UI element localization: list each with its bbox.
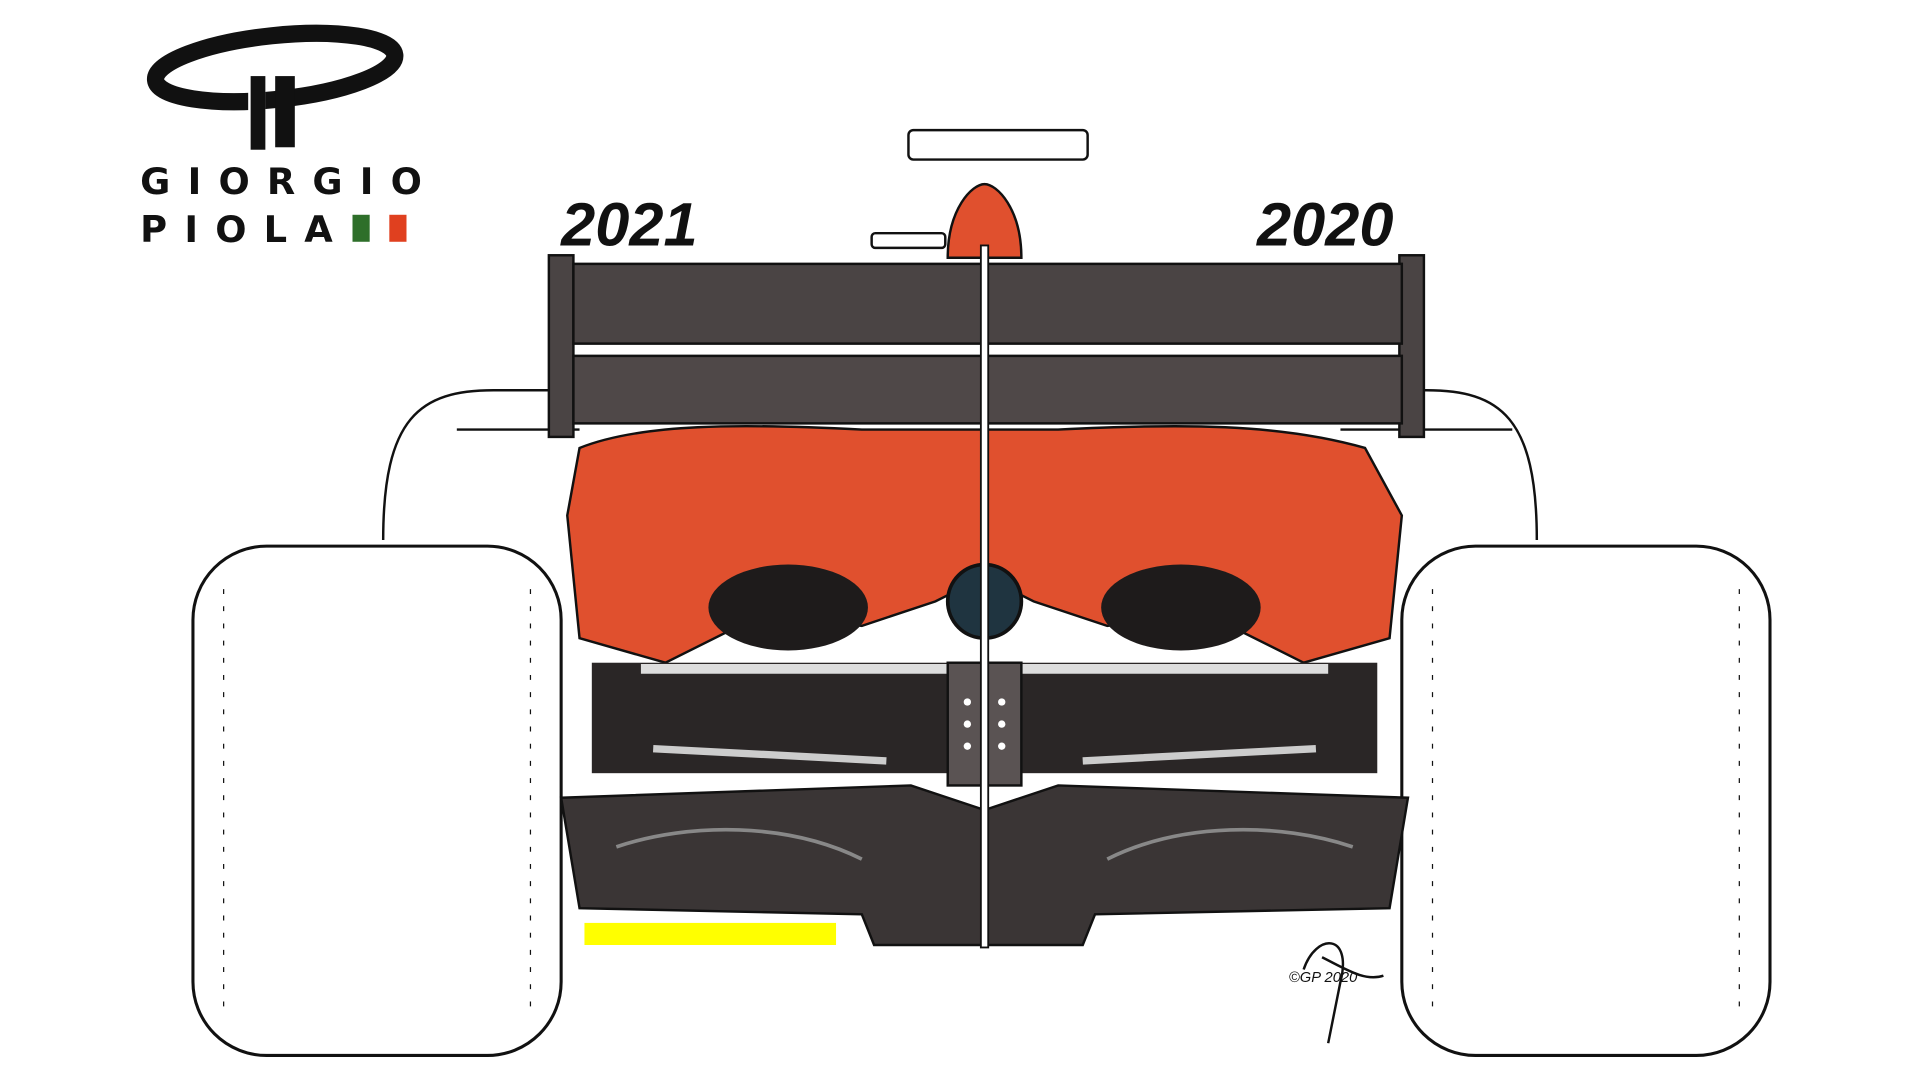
floor-cut-highlight xyxy=(584,922,837,945)
airbox xyxy=(946,182,1023,259)
left-endplate xyxy=(547,254,575,439)
right-cooling-exit xyxy=(1101,564,1261,651)
comparison-divider xyxy=(979,244,990,949)
logo-line2: PIOLA xyxy=(140,208,350,251)
left-rear-tyre xyxy=(191,544,563,1057)
right-endplate xyxy=(1398,254,1426,439)
right-rear-tyre xyxy=(1400,544,1772,1057)
label-2020: 2020 xyxy=(1256,190,1394,259)
logo-p-stem xyxy=(275,76,295,148)
left-cooling-exit xyxy=(708,564,868,651)
flag-green xyxy=(352,214,370,242)
artist-signature: ©GP 2020 xyxy=(1289,942,1384,1044)
camera-mount xyxy=(907,128,1089,161)
flag-red xyxy=(389,214,407,242)
label-2021: 2021 xyxy=(560,190,698,259)
logo-line1: GIORGIO xyxy=(140,160,439,203)
logo-g-stem xyxy=(250,76,266,150)
diffuser-strakes xyxy=(615,827,1354,861)
signature-text: ©GP 2020 xyxy=(1289,970,1358,986)
giorgio-piola-logo: GIORGIO PIOLA xyxy=(140,24,439,251)
side-camera xyxy=(870,231,947,250)
